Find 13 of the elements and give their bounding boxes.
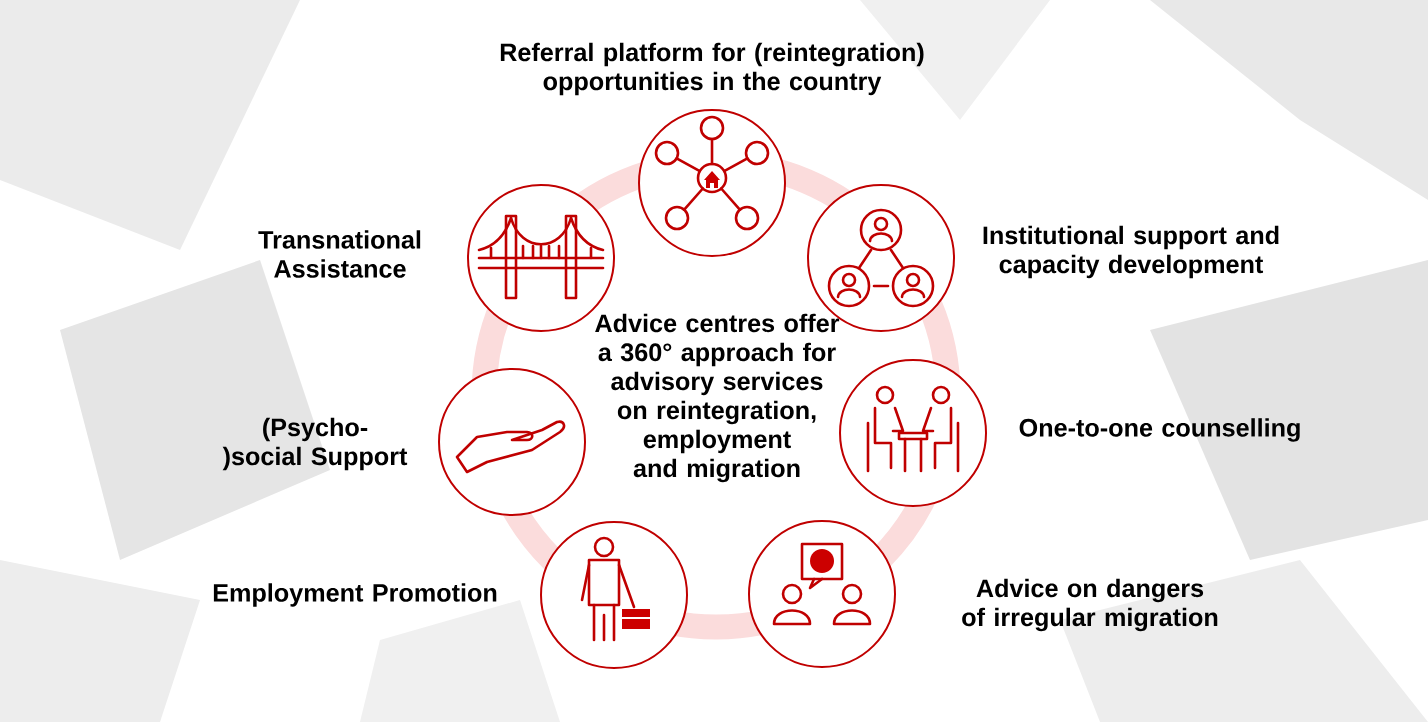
service-label: One-to-one counselling: [1019, 418, 1300, 442]
service-label: Advice on dangers of irregular migration: [962, 578, 1218, 632]
icon-circle: [839, 359, 987, 507]
service-label: (Psycho-)social Support: [222, 417, 408, 471]
icon-circle: [438, 368, 586, 516]
service-label: Transnational Assistance: [258, 230, 421, 278]
service-label: Employment Promotion: [213, 583, 497, 607]
icon-circle: [540, 521, 688, 669]
icon-circle: [748, 520, 896, 668]
icon-circle: [638, 109, 786, 257]
service-label: Referral platform for (reintegration) opportunities in the country: [500, 42, 924, 96]
center-text: Advice centres offer a 360° approach for advisory services on reintegration, employment and migration: [595, 313, 840, 483]
service-label: Institutional support and capacity development: [983, 225, 1279, 279]
